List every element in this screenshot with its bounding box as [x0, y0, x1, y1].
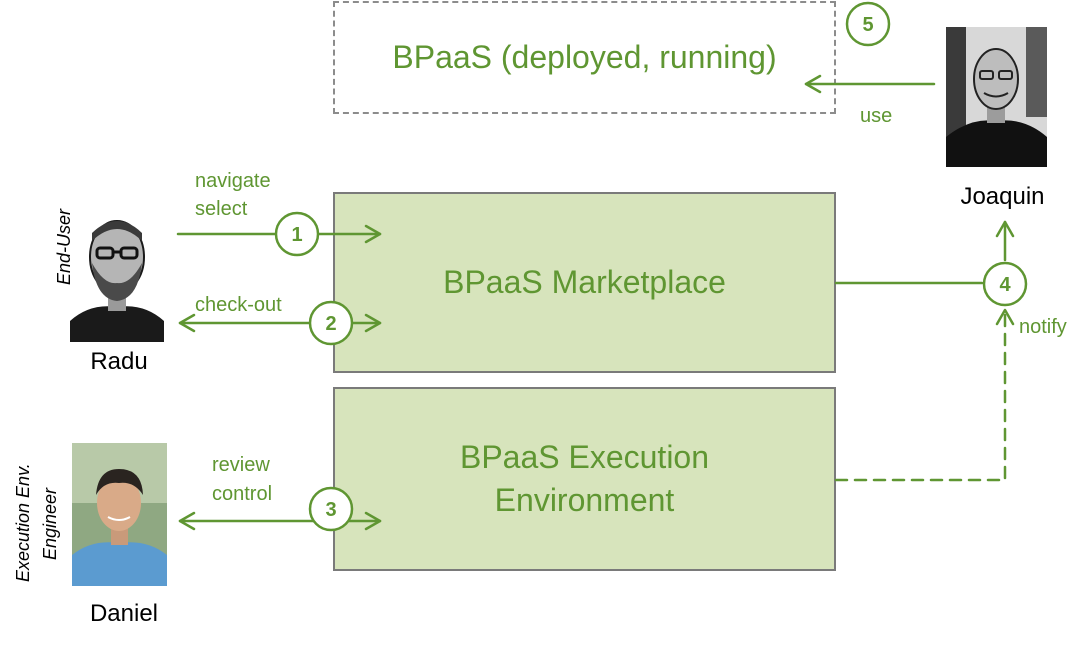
- step-marker-1: 1: [274, 211, 320, 257]
- joaquin-photo: [946, 27, 1047, 167]
- daniel-photo: [72, 443, 167, 586]
- radu-photo: [70, 203, 164, 342]
- svg-text:5: 5: [862, 14, 873, 36]
- step-marker-2: 2: [308, 300, 354, 346]
- radu-portrait-icon: [70, 203, 164, 342]
- step-marker-4: 4: [982, 261, 1028, 307]
- label-select: select: [195, 198, 248, 220]
- joaquin-name: Joaquin: [960, 183, 1045, 210]
- step-marker-3: 3: [308, 486, 354, 532]
- bpaas-deployed-box: BPaaS (deployed, running): [333, 1, 836, 114]
- label-navigate: navigate: [195, 170, 271, 192]
- svg-text:2: 2: [325, 313, 336, 335]
- bpaas-execution-box: BPaaS Execution Environment: [333, 387, 836, 571]
- joaquin-portrait-icon: [946, 27, 1047, 167]
- bpaas-marketplace-box: BPaaS Marketplace: [333, 192, 836, 373]
- label-check-out: check-out: [195, 294, 282, 316]
- daniel-name: Daniel: [89, 600, 159, 627]
- daniel-role-line1: Execution Env.: [13, 463, 33, 582]
- arrow-notify-dashed: [834, 308, 1007, 482]
- label-control: control: [212, 483, 273, 505]
- daniel-portrait-icon: [72, 443, 167, 586]
- svg-text:4: 4: [999, 274, 1011, 296]
- bpaas-deployed-label: BPaaS (deployed, running): [392, 38, 777, 75]
- svg-text:3: 3: [325, 499, 336, 521]
- label-use: use: [860, 105, 893, 127]
- svg-text:1: 1: [291, 224, 302, 246]
- radu-name: Radu: [90, 348, 148, 375]
- daniel-role-line2: Engineer: [40, 487, 60, 560]
- label-notify: notify: [1019, 316, 1067, 338]
- bpaas-execution-label-line1: BPaaS Execution: [459, 438, 710, 475]
- label-review: review: [212, 454, 270, 476]
- step-marker-5: 5: [845, 1, 891, 47]
- bpaas-marketplace-label: BPaaS Marketplace: [443, 263, 726, 300]
- bpaas-execution-label-line2: Environment: [494, 482, 675, 518]
